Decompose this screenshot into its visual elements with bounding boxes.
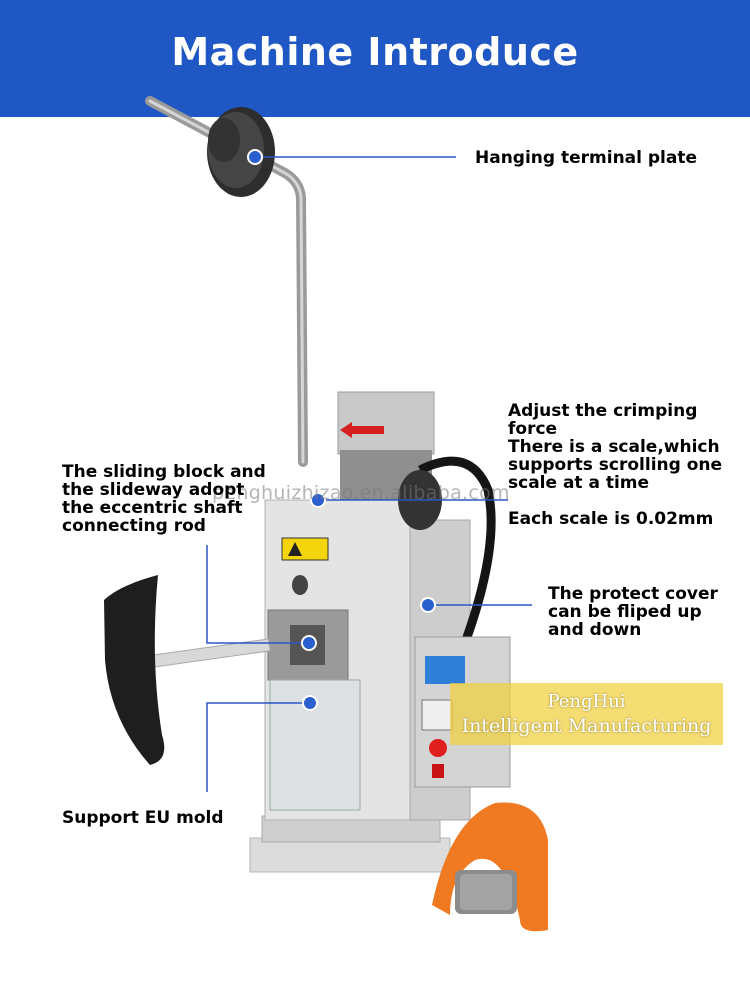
- brand-line-2: Intelligent Manufacturing: [461, 715, 712, 737]
- header-banner: Machine Introduce: [0, 0, 750, 117]
- label-protect-cover: The protect cover can be fliped up and d…: [548, 584, 718, 640]
- power-cable: [417, 456, 496, 642]
- warning-icon: [281, 537, 329, 561]
- emergency-stop-icon: [429, 739, 447, 757]
- label-crimping-force: Adjust the crimping force There is a sca…: [508, 401, 723, 493]
- arrow-left-icon: [340, 422, 384, 438]
- leader-lines: [206, 156, 532, 792]
- base-plate: [249, 837, 451, 873]
- motor: [337, 391, 435, 455]
- label-eu-mold: Support EU mold: [62, 808, 224, 828]
- foot-pedal: [432, 802, 548, 932]
- brand-line-1: PengHui: [547, 691, 626, 712]
- hanging-terminal-plate: [207, 107, 275, 197]
- brand-watermark: PengHui Intelligent Manufacturing: [450, 683, 723, 745]
- label-scale-step: Each scale is 0.02mm: [508, 509, 714, 529]
- callout-markers: [247, 149, 436, 711]
- label-hanging-terminal-plate: Hanging terminal plate: [475, 148, 698, 168]
- label-sliding-block: The sliding block and the slideway adopt…: [62, 462, 266, 536]
- url-watermark: penghuizhizao.en.alibaba.com: [212, 482, 510, 504]
- operator-shield: [104, 575, 165, 765]
- page-title: Machine Introduce: [171, 30, 579, 74]
